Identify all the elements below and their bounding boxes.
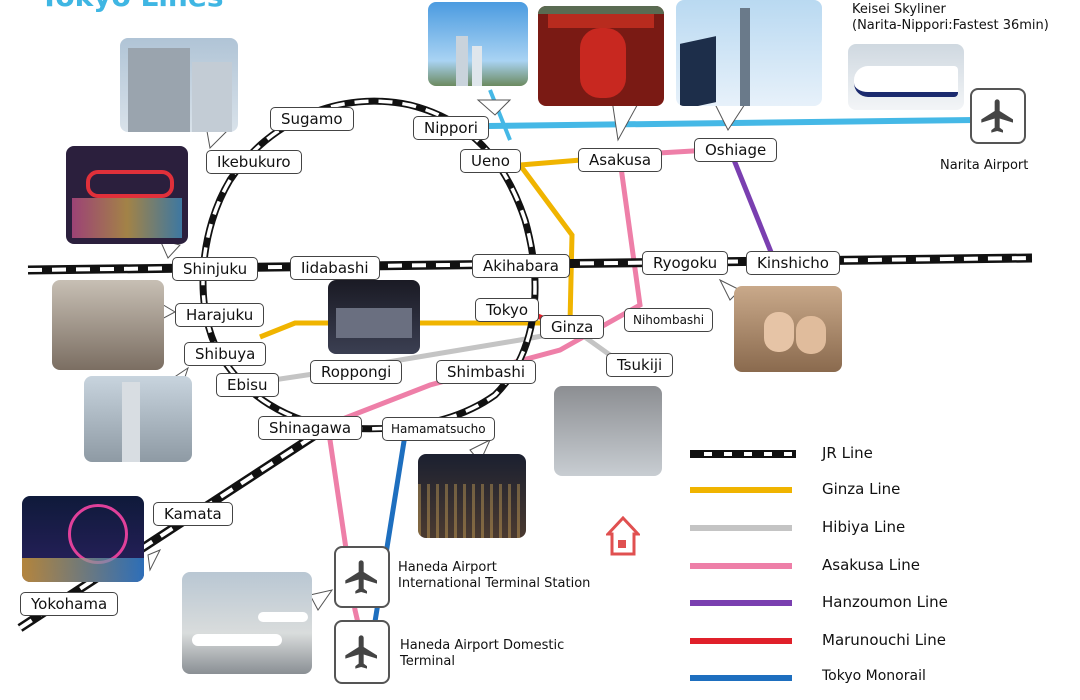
monorail-line bbox=[369, 434, 408, 641]
station-iidabashi[interactable]: Iidabashi bbox=[290, 256, 380, 280]
station-shinjuku[interactable]: Shinjuku bbox=[172, 257, 259, 281]
hanzomon-line bbox=[729, 154, 778, 263]
callout-pointer bbox=[309, 589, 334, 611]
skyliner-photo bbox=[848, 44, 964, 110]
callout-pointer bbox=[611, 99, 641, 142]
callout-pointer bbox=[476, 99, 512, 116]
airplane-icon[interactable] bbox=[334, 546, 390, 608]
station-hamamatsucho[interactable]: Hamamatsucho bbox=[382, 417, 495, 441]
legend-swatch-asakusa bbox=[690, 563, 792, 569]
ikebukuro-photo bbox=[120, 38, 238, 132]
legend-marunouchi: Marunouchi Line bbox=[690, 629, 1070, 653]
skyliner-connector bbox=[488, 89, 512, 141]
station-ueno[interactable]: Ueno bbox=[460, 149, 521, 173]
legend-swatch-hanzomon bbox=[690, 600, 792, 606]
skyline-photo bbox=[428, 2, 528, 86]
shinjuku-photo bbox=[66, 146, 188, 244]
station-asakusa[interactable]: Asakusa bbox=[578, 148, 663, 172]
legend-label: Ginza Line bbox=[822, 480, 901, 498]
airplane-icon[interactable] bbox=[334, 620, 390, 684]
station-nippori[interactable]: Nippori bbox=[413, 116, 489, 140]
callout-pointer bbox=[147, 549, 162, 572]
station-shimbashi[interactable]: Shimbashi bbox=[436, 360, 537, 384]
station-ebisu[interactable]: Ebisu bbox=[216, 373, 279, 397]
airplane-icon[interactable] bbox=[970, 88, 1026, 144]
sumo-photo bbox=[734, 286, 842, 372]
station-sugamo[interactable]: Sugamo bbox=[270, 107, 354, 131]
narita-airport-label: Narita Airport bbox=[940, 158, 1029, 173]
legend-asakusa: Asakusa Line bbox=[690, 554, 1070, 578]
tsukiji-photo bbox=[554, 386, 662, 476]
skyliner-subtitle: (Narita-Nippori:Fastest 36min) bbox=[852, 18, 1049, 33]
shibuya-photo bbox=[84, 376, 192, 462]
legend-swatch-ginza bbox=[690, 487, 792, 493]
legend-swatch-marunouchi bbox=[690, 638, 792, 644]
station-nihombashi[interactable]: Nihombashi bbox=[624, 308, 714, 332]
haneda-intl-label-1: Haneda Airport bbox=[398, 560, 497, 575]
legend-label: Hibiya Line bbox=[822, 518, 906, 536]
skytree-photo bbox=[676, 0, 822, 106]
legend-label: Tokyo Monorail bbox=[822, 668, 926, 684]
station-shibuya[interactable]: Shibuya bbox=[184, 342, 267, 366]
station-roppongi[interactable]: Roppongi bbox=[310, 360, 403, 384]
station-tsukiji[interactable]: Tsukiji bbox=[606, 353, 674, 377]
station-yokohama[interactable]: Yokohama bbox=[20, 592, 119, 616]
station-shinagawa[interactable]: Shinagawa bbox=[258, 416, 363, 440]
haneda-domestic-label-1: Haneda Airport Domestic bbox=[400, 638, 565, 653]
legend-label: Asakusa Line bbox=[822, 556, 921, 574]
legend-label: Marunouchi Line bbox=[822, 631, 946, 649]
legend-monorail: Tokyo Monorail bbox=[690, 666, 1070, 690]
haneda-photo bbox=[182, 572, 312, 674]
yokohama-photo bbox=[22, 496, 144, 582]
map-title: Tokyo Lines bbox=[40, 0, 224, 13]
haneda-domestic-label-2: Terminal bbox=[400, 654, 455, 669]
station-kamata[interactable]: Kamata bbox=[153, 502, 233, 526]
night-city-photo bbox=[418, 454, 526, 538]
legend-swatch-hibiya bbox=[690, 525, 792, 531]
station-ryogoku[interactable]: Ryogoku bbox=[642, 251, 729, 275]
house-icon[interactable] bbox=[604, 515, 642, 556]
station-tokyo[interactable]: Tokyo bbox=[475, 298, 539, 322]
legend-swatch-monorail bbox=[690, 675, 792, 681]
station-harajuku[interactable]: Harajuku bbox=[175, 303, 265, 327]
legend-label: JR Line bbox=[822, 444, 873, 462]
skyliner-title: Keisei Skyliner bbox=[852, 2, 946, 17]
legend-swatch-jr bbox=[690, 450, 796, 458]
station-kinshicho[interactable]: Kinshicho bbox=[746, 251, 840, 275]
legend-hanzomon: Hanzoumon Line bbox=[690, 591, 1070, 615]
legend-jr: JR Line bbox=[690, 442, 1070, 466]
station-akihabara[interactable]: Akihabara bbox=[472, 254, 570, 278]
station-ikebukuro[interactable]: Ikebukuro bbox=[206, 150, 302, 174]
ginza-line bbox=[259, 153, 631, 340]
legend-label: Hanzoumon Line bbox=[822, 593, 948, 611]
senso-ji-photo bbox=[538, 6, 664, 106]
station-oshiage[interactable]: Oshiage bbox=[694, 138, 778, 162]
station-ginza[interactable]: Ginza bbox=[540, 315, 605, 339]
roppongi-photo bbox=[328, 280, 420, 354]
haneda-intl-label-2: International Terminal Station bbox=[398, 576, 591, 591]
legend-ginza: Ginza Line bbox=[690, 478, 1070, 502]
legend-hibiya: Hibiya Line bbox=[690, 516, 1070, 540]
harajuku-photo bbox=[52, 280, 164, 370]
